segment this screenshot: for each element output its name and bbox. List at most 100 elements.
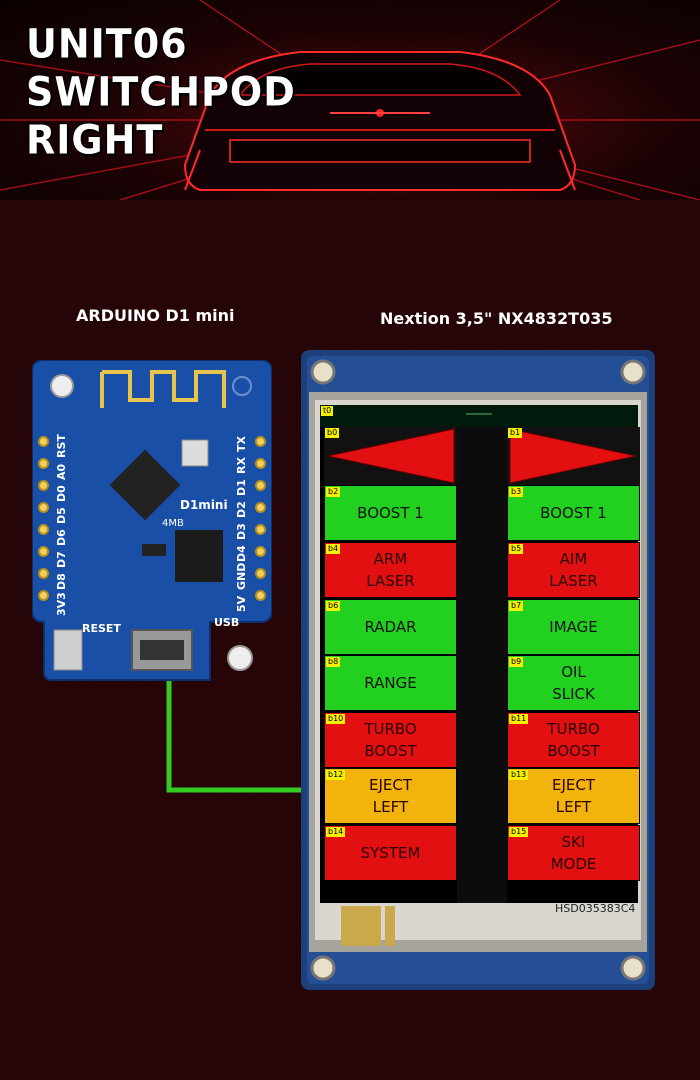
pin-right xyxy=(255,458,266,469)
pin-left xyxy=(38,590,49,601)
button-tag: b14 xyxy=(326,827,346,837)
pin-label: A0 xyxy=(55,463,68,480)
button-label: SKI MODE xyxy=(550,833,597,873)
top-tag: t0 xyxy=(321,406,334,416)
pin-left xyxy=(38,568,49,579)
usb-label: USB xyxy=(214,616,240,629)
pin-label: RX xyxy=(235,457,248,474)
arrow-left-icon xyxy=(327,428,455,484)
button-tag: b5 xyxy=(509,544,524,554)
pin-label: GND xyxy=(235,562,248,590)
arrow-right-icon xyxy=(509,428,637,484)
button-tag: b3 xyxy=(509,487,524,497)
model-print: HSD035383C4 xyxy=(555,902,636,915)
button-tag: b13 xyxy=(509,770,529,780)
button-label: RADAR xyxy=(364,618,417,636)
pin-left xyxy=(38,502,49,513)
pin-left xyxy=(38,524,49,535)
pin-label: D5 xyxy=(55,507,68,524)
button-label: IMAGE xyxy=(549,618,598,636)
pin-right xyxy=(255,524,266,535)
pin-right xyxy=(255,546,266,557)
button-tag: b15 xyxy=(509,827,529,837)
chip-label: D1mini xyxy=(180,498,228,512)
header-banner: UNIT06 SWITCHPOD RIGHT xyxy=(0,0,700,200)
arrow-right-button[interactable]: b1 xyxy=(507,427,640,485)
button-tag: b6 xyxy=(326,601,341,611)
pin-right xyxy=(255,436,266,447)
pin-label: D1 xyxy=(235,479,248,496)
title-line-2: SWITCHPOD xyxy=(26,68,296,116)
pin-right xyxy=(255,590,266,601)
pin-right xyxy=(255,480,266,491)
button-label: BOOST 1 xyxy=(357,504,424,522)
button-label: BOOST 1 xyxy=(540,504,607,522)
status-bar: t0 xyxy=(320,405,638,427)
center-divider xyxy=(457,427,507,903)
pin-label: D6 xyxy=(55,529,68,546)
button-tag: b8 xyxy=(326,657,341,667)
button-label: RANGE xyxy=(364,674,417,692)
button-label: EJECT LEFT xyxy=(551,776,595,816)
reset-label: RESET xyxy=(82,622,121,635)
pin-label: TX xyxy=(235,436,248,452)
pin-label: 5V xyxy=(235,595,248,612)
arduino-pcb xyxy=(32,360,272,681)
button-tag: b11 xyxy=(509,714,529,724)
flash-label: 4MB xyxy=(162,518,184,529)
button-label: SYSTEM xyxy=(360,844,421,862)
button-label: OIL SLICK xyxy=(552,663,595,703)
title-line-1: UNIT06 xyxy=(26,20,188,68)
button-label: ARM LASER xyxy=(366,550,415,590)
pin-left xyxy=(38,436,49,447)
pin-label: D2 xyxy=(235,501,248,518)
status-indicator xyxy=(466,413,492,415)
pin-left xyxy=(38,546,49,557)
arrow-left-button[interactable]: b0 xyxy=(324,427,457,485)
pin-label: D7 xyxy=(55,551,68,568)
car-illustration xyxy=(0,0,700,200)
pin-left xyxy=(38,458,49,469)
button-tag: b7 xyxy=(509,601,524,611)
pin-right xyxy=(255,568,266,579)
button-label: TURBO BOOST xyxy=(547,720,600,760)
button-tag: b9 xyxy=(509,657,524,667)
pin-label: D3 xyxy=(235,523,248,540)
pin-left xyxy=(38,480,49,491)
button-label: TURBO BOOST xyxy=(364,720,417,760)
pin-label: D4 xyxy=(235,545,248,562)
button-tag: b12 xyxy=(326,770,346,780)
pin-label: D0 xyxy=(55,485,68,502)
arduino-board: RST A0 D0 D5 D6 D7 D8 3V3 TX RX D1 D2 D3… xyxy=(32,360,272,688)
pin-right xyxy=(255,502,266,513)
arrow-tag: b0 xyxy=(325,428,340,438)
title-line-3: RIGHT xyxy=(26,116,164,164)
button-tag: b4 xyxy=(326,544,341,554)
pin-label: 3V3 xyxy=(55,592,68,616)
arduino-label: ARDUINO D1 mini xyxy=(76,306,235,325)
arrow-tag: b1 xyxy=(508,428,523,438)
nextion-label: Nextion 3,5" NX4832T035 xyxy=(380,309,613,328)
button-label: AIM LASER xyxy=(549,550,598,590)
button-tag: b10 xyxy=(326,714,346,724)
button-tag: b2 xyxy=(326,487,341,497)
button-label: EJECT LEFT xyxy=(368,776,412,816)
pin-label: D8 xyxy=(55,573,68,590)
